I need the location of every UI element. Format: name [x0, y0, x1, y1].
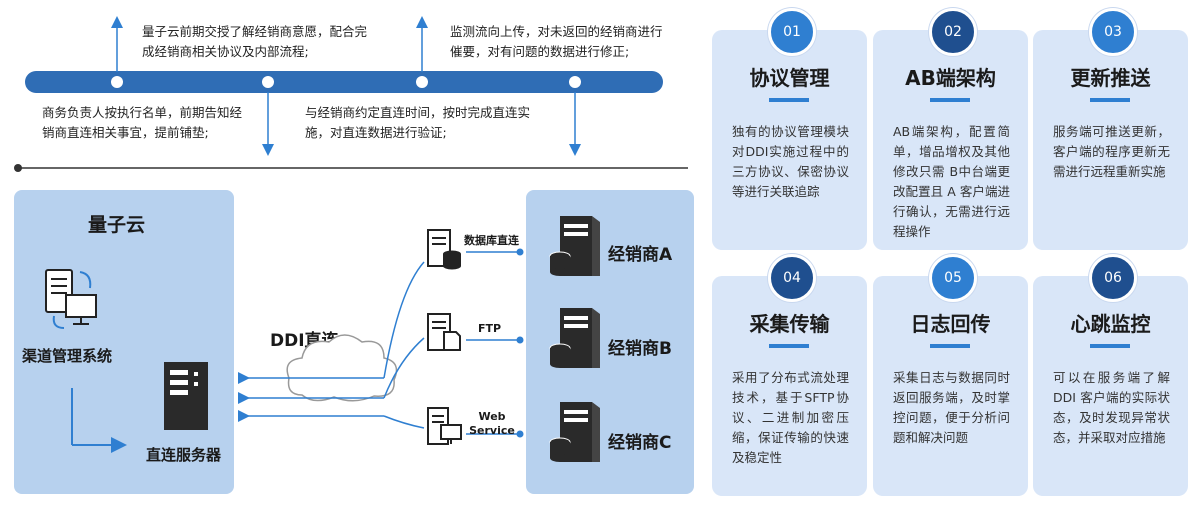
card-title: 日志回传	[910, 312, 991, 336]
timeline-node	[416, 76, 428, 88]
left-panel-graphics	[45, 269, 208, 453]
timeline-node	[569, 76, 581, 88]
feature-card: 03 更新推送 服务端可推送更新，客户端的程序更新无需进行远程重新实施	[1033, 8, 1188, 250]
feature-card: 02 AB端架构 AB端架构，配置简单，增品增权及其他修改只需 B中台端更改配置…	[873, 8, 1028, 250]
timeline-note-1: 量子云前期交授了解经销商意愿，配合完成经销商相关协议及内部流程;	[142, 24, 368, 59]
card-number-badge: 05	[929, 254, 977, 302]
dealer-server-icon	[549, 402, 600, 462]
dealer-server-icon	[549, 216, 600, 276]
card-title-underline	[769, 344, 809, 348]
card-number-badge: 03	[1089, 8, 1137, 56]
connector-label-web: Web Service	[469, 410, 515, 437]
card-title: 更新推送	[1070, 66, 1151, 90]
dealer-icons	[549, 216, 600, 462]
timeline-node	[111, 76, 123, 88]
feature-card: 01 协议管理 独有的协议管理模块对DDI实施过程中的三方协议、保密协议等进行关…	[712, 8, 867, 250]
database-server-icon	[427, 229, 461, 270]
card-body: 采用了分布式流处理技术，基于SFTP协议、二进制加密压缩，保证传输的快速及稳定性	[732, 370, 849, 465]
channel-system-label: 渠道管理系统	[22, 347, 113, 365]
card-title: 采集传输	[749, 312, 830, 336]
dealer-server-icon	[549, 308, 600, 368]
feature-card: 04 采集传输 采用了分布式流处理技术，基于SFTP协议、二进制加密压缩，保证传…	[712, 254, 867, 496]
connector-label-db: 数据库直连	[464, 234, 519, 247]
card-title-underline	[1090, 344, 1130, 348]
channel-system-icon	[45, 269, 97, 329]
separator-dot	[14, 164, 22, 172]
quantum-cloud-title: 量子云	[88, 214, 146, 236]
card-title-underline	[930, 98, 970, 102]
card-body: 采集日志与数据同时返回服务端，及时掌控问题，便于分析问题和解决问题	[893, 370, 1010, 445]
card-title-underline	[769, 98, 809, 102]
feature-card: 06 心跳监控 可以在服务端了解 DDI 客户端的实际状态，及时发现异常状态，并…	[1033, 254, 1188, 496]
card-title-underline	[930, 344, 970, 348]
card-body: 服务端可推送更新，客户端的程序更新无需进行远程重新实施	[1053, 124, 1170, 179]
card-body: 独有的协议管理模块对DDI实施过程中的三方协议、保密协议等进行关联追踪	[732, 124, 849, 199]
card-body: AB端架构，配置简单，增品增权及其他修改只需 B中台端更改配置且 A 客户端进行…	[893, 124, 1010, 239]
direct-server-icon	[164, 362, 208, 430]
middle-graphics	[238, 229, 524, 445]
card-title-underline	[1090, 98, 1130, 102]
timeline-node	[262, 76, 274, 88]
timeline-graphic	[14, 16, 688, 172]
card-body: 可以在服务端了解 DDI 客户端的实际状态，及时发现异常状态，并采取对应措施	[1053, 370, 1170, 445]
card-title: 心跳监控	[1070, 312, 1151, 336]
timeline-bar	[25, 71, 663, 93]
dealer-a-label: 经销商A	[608, 245, 673, 265]
web-service-icon	[427, 407, 462, 445]
card-number-badge: 01	[768, 8, 816, 56]
card-title: 协议管理	[749, 66, 830, 90]
dealer-c-label: 经销商C	[608, 433, 672, 453]
card-number-badge: 04	[768, 254, 816, 302]
connector-label-ftp: FTP	[478, 322, 502, 335]
direct-server-label: 直连服务器	[146, 446, 222, 464]
card-number-badge: 02	[929, 8, 977, 56]
feature-card: 05 日志回传 采集日志与数据同时返回服务端，及时掌控问题，便于分析问题和解决问…	[873, 254, 1028, 496]
timeline-note-2: 商务负责人按执行名单，前期告知经销商直连相关事宜，提前铺垫;	[42, 105, 243, 140]
card-title: AB端架构	[905, 66, 996, 90]
dealer-b-label: 经销商B	[608, 339, 672, 359]
timeline-note-4: 与经销商约定直连时间，按时完成直连实施，对直连数据进行验证;	[305, 105, 531, 140]
cloud-icon	[286, 334, 398, 402]
timeline-note-3: 监测流向上传，对未返回的经销商进行催要，对有问题的数据进行修正;	[450, 24, 663, 59]
card-number-badge: 06	[1089, 254, 1137, 302]
ftp-server-icon	[427, 313, 461, 351]
